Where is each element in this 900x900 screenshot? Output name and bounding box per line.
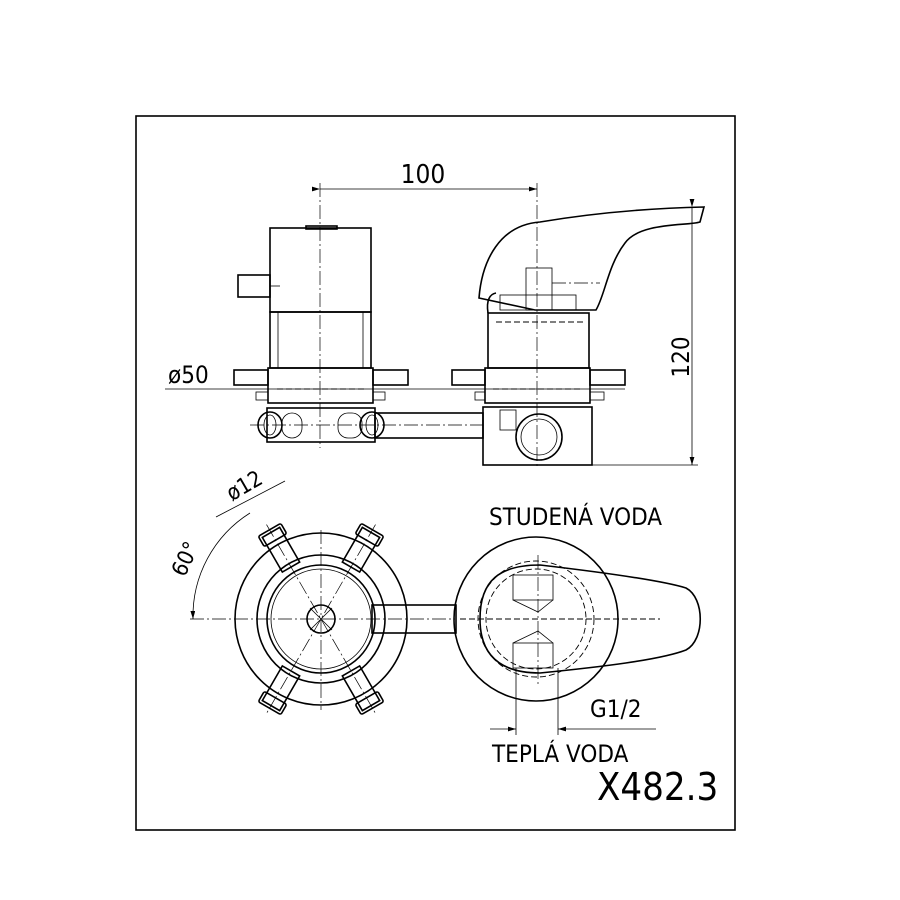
hot-inlet	[512, 642, 554, 669]
outlet-port	[515, 413, 563, 461]
left-flange-hatch	[233, 369, 269, 386]
cold-inlet	[512, 574, 554, 601]
nozzles	[258, 523, 384, 715]
left-valve-cap	[269, 227, 372, 313]
connecting-pipe	[374, 412, 484, 439]
thread-label: G1/2	[590, 695, 641, 723]
left-valve-ring	[267, 367, 374, 404]
left-valve-body	[269, 311, 372, 369]
nozzle-diameter-label: ø12	[222, 466, 267, 506]
hot-water-label: TEPLÁ VODA	[491, 739, 629, 768]
right-valve-bottom	[482, 406, 593, 466]
diverter-knob	[237, 274, 271, 298]
right-valve-ring	[484, 367, 591, 404]
drawing-frame	[135, 115, 736, 831]
angle-arc	[190, 512, 251, 620]
dimension-120-label: 120	[667, 336, 695, 377]
lever-handle	[478, 206, 706, 311]
flange-diameter-label: ø50	[168, 361, 209, 389]
front-view: 100	[165, 160, 706, 468]
model-code: X482.3	[597, 765, 718, 809]
top-view: 60° ø12 STUDENÁ VODA G1/2 TEPLÁ VODA X48…	[167, 466, 718, 809]
top-connecting-pipe	[371, 604, 457, 634]
dimension-100-label: 100	[401, 160, 446, 190]
cold-water-label: STUDENÁ VODA	[489, 502, 662, 531]
nozzle-right	[359, 411, 385, 439]
angle-label: 60°	[167, 538, 204, 580]
top-lever-handle	[479, 564, 702, 674]
right-valve-body	[487, 312, 590, 369]
